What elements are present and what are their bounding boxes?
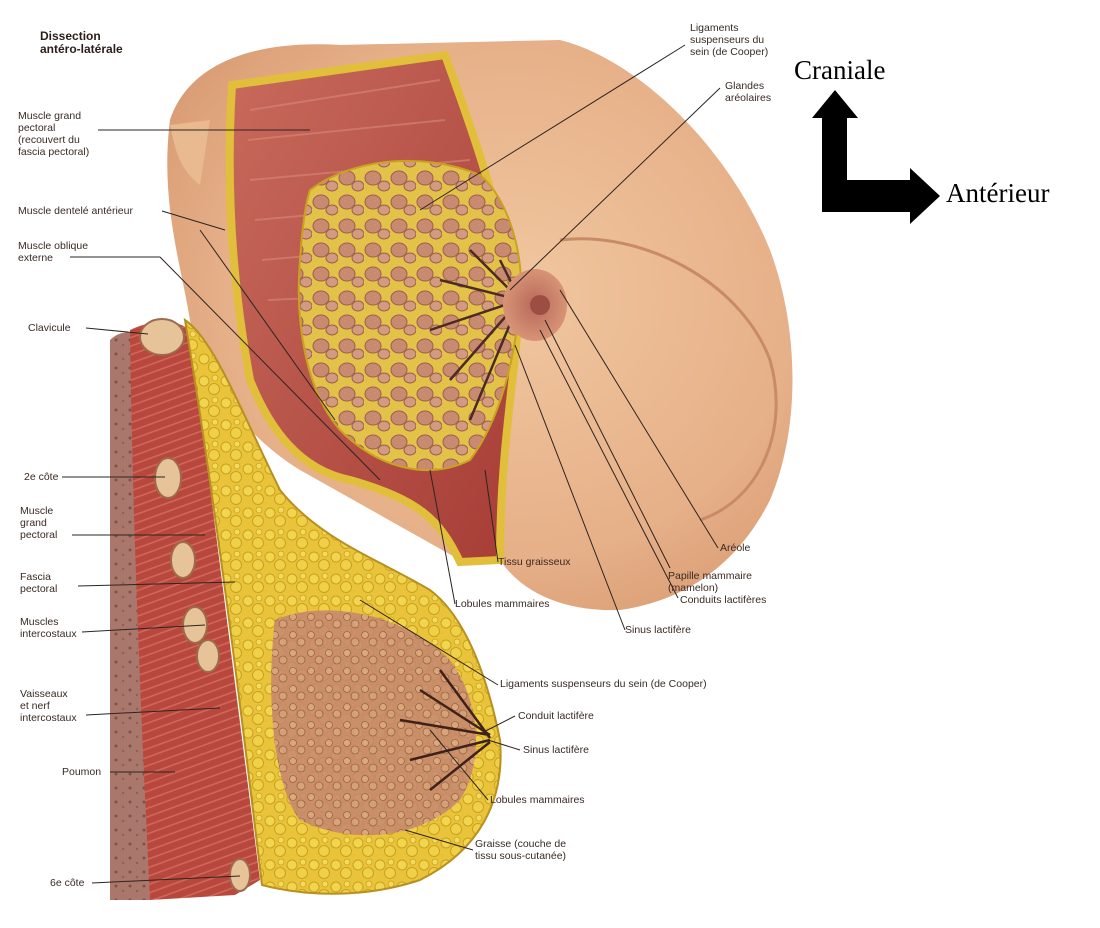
label-clavicule: Clavicule bbox=[28, 322, 71, 334]
label-lobules-mammaires-bottom: Lobules mammaires bbox=[490, 794, 585, 806]
label-ligaments-cooper-bottom: Ligaments suspenseurs du sein (de Cooper… bbox=[500, 678, 707, 690]
label-fascia-pectoral: Fascia pectoral bbox=[20, 571, 57, 595]
label-sinus-lactifere-top: Sinus lactifère bbox=[625, 624, 691, 636]
label-conduit-lactifere: Conduit lactifère bbox=[518, 710, 594, 722]
label-muscle-grand-pectoral-section: Muscle grand pectoral bbox=[20, 505, 57, 541]
label-papille-mammaire: Papille mammaire (mamelon) bbox=[668, 570, 752, 594]
label-muscle-dentele: Muscle dentelé antérieur bbox=[18, 205, 133, 217]
clavicle-section bbox=[140, 319, 184, 355]
orientation-anterior-label: Antérieur bbox=[946, 178, 1049, 209]
label-muscle-grand-pectoral: Muscle grand pectoral (recouvert du fasc… bbox=[18, 110, 89, 158]
label-cote-2: 2e côte bbox=[24, 471, 58, 483]
label-muscles-intercostaux: Muscles intercostaux bbox=[20, 616, 77, 640]
label-vaisseaux-nerf: Vaisseaux et nerf intercostaux bbox=[20, 688, 77, 724]
label-sinus-lactifere-bottom: Sinus lactifère bbox=[523, 744, 589, 756]
label-areole: Aréole bbox=[720, 542, 750, 554]
label-tissu-graisseux: Tissu graisseux bbox=[498, 556, 571, 568]
orientation-arrow[interactable] bbox=[812, 90, 940, 224]
rib-5-section bbox=[197, 640, 219, 672]
label-poumon: Poumon bbox=[62, 766, 101, 778]
rib-3-section bbox=[171, 542, 195, 578]
label-lobules-mammaires-top: Lobules mammaires bbox=[455, 598, 550, 610]
label-conduits-lactiferes: Conduits lactifères bbox=[680, 594, 766, 606]
label-glandes-areolaires: Glandes aréolaires bbox=[725, 80, 771, 104]
figure-title: Dissection antéro-latérale bbox=[40, 30, 123, 56]
orientation-cranial-label: Craniale bbox=[794, 55, 885, 86]
label-ligaments-cooper-top: Ligaments suspenseurs du sein (de Cooper… bbox=[690, 22, 768, 58]
label-graisse: Graisse (couche de tissu sous-cutanée) bbox=[475, 838, 566, 862]
label-cote-6: 6e côte bbox=[50, 877, 84, 889]
label-muscle-oblique: Muscle oblique externe bbox=[18, 240, 88, 264]
rib-2-section bbox=[155, 458, 181, 498]
nipple-upper bbox=[530, 295, 550, 315]
rib-6-section bbox=[230, 859, 250, 891]
